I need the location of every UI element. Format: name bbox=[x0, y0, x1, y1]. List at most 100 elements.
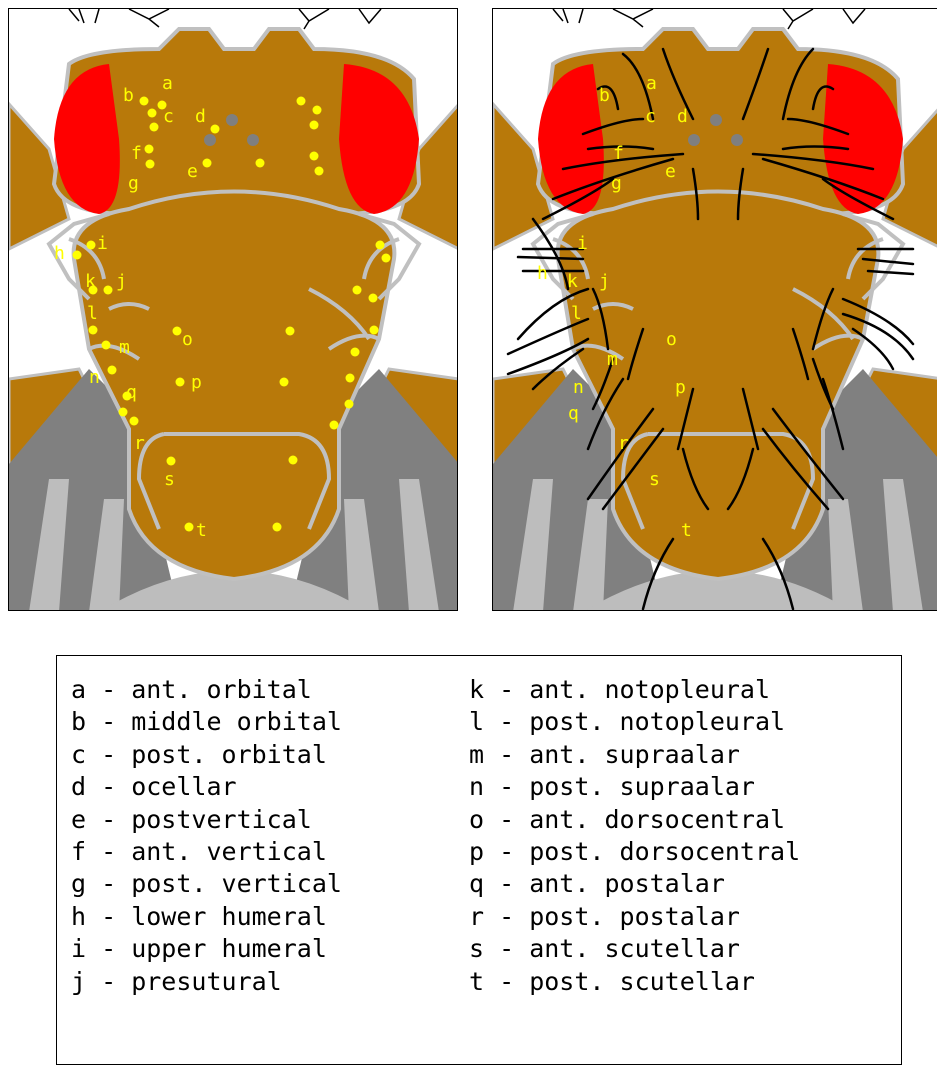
legend-item-q: q - ant. postalar bbox=[469, 868, 800, 900]
bristle-dot-28 bbox=[351, 348, 360, 357]
bristle-dot-15 bbox=[87, 241, 96, 250]
bristle-dot-23 bbox=[89, 326, 98, 335]
legend-item-h: h - lower humeral bbox=[71, 901, 342, 933]
bristle-label-o: o bbox=[182, 329, 193, 350]
bristle-label-c: c bbox=[163, 106, 174, 127]
ocellus-3 bbox=[731, 134, 743, 146]
ocellus-1 bbox=[226, 114, 238, 126]
bristle-dot-20 bbox=[104, 286, 113, 295]
bristle-dot-13 bbox=[310, 152, 319, 161]
legend-item-f: f - ant. vertical bbox=[71, 836, 342, 868]
legend-item-o: o - ant. dorsocentral bbox=[469, 804, 800, 836]
bristle-dot-38 bbox=[167, 457, 176, 466]
bristle-label-h: h bbox=[537, 263, 548, 284]
bristle-dot-30 bbox=[280, 378, 289, 387]
bristle-label-r: r bbox=[134, 433, 145, 454]
legend-item-t: t - post. scutellar bbox=[469, 966, 800, 998]
bristle-dot-7 bbox=[211, 125, 220, 134]
bristle-dot-4 bbox=[150, 123, 159, 132]
bristle-label-m: m bbox=[119, 337, 130, 358]
bristle-dot-32 bbox=[108, 366, 117, 375]
bristle-dot-35 bbox=[345, 400, 354, 409]
bristle-dot-37 bbox=[330, 421, 339, 430]
ocellus-1 bbox=[710, 114, 722, 126]
bristle-dot-34 bbox=[119, 408, 128, 417]
bristle-label-s: s bbox=[164, 469, 175, 490]
legend-box: a - ant. orbital b - middle orbital c - … bbox=[56, 655, 902, 1065]
bristle-dot-36 bbox=[130, 417, 139, 426]
bristle-label-b: b bbox=[123, 85, 134, 106]
bristle-label-j: j bbox=[116, 271, 127, 292]
bristle-label-o: o bbox=[666, 329, 677, 350]
bristle-label-m: m bbox=[607, 349, 618, 370]
bristle-label-e: e bbox=[665, 161, 676, 182]
legend-item-j: j - presutural bbox=[71, 966, 342, 998]
bristle-dot-12 bbox=[310, 121, 319, 130]
legend-item-s: s - ant. scutellar bbox=[469, 933, 800, 965]
legend-column-right: k - ant. notopleural l - post. notopleur… bbox=[469, 674, 800, 998]
bristle-label-a: a bbox=[646, 73, 657, 94]
bristle-label-b: b bbox=[599, 85, 610, 106]
bristle-label-l: l bbox=[571, 303, 582, 324]
bristle-label-t: t bbox=[196, 520, 207, 541]
bristle-label-e: e bbox=[187, 161, 198, 182]
bristle-dot-11 bbox=[313, 106, 322, 115]
bristle-dot-40 bbox=[185, 523, 194, 532]
left-diagram-panel: a b cd e fg h ijklmn o p q rs t bbox=[8, 8, 458, 611]
bristle-label-r: r bbox=[618, 433, 629, 454]
antenna-hairs bbox=[553, 9, 865, 29]
legend-item-d: d - ocellar bbox=[71, 771, 342, 803]
legend-item-e: e - postvertical bbox=[71, 804, 342, 836]
bristle-dot-24 bbox=[102, 341, 111, 350]
ocellus-2 bbox=[688, 134, 700, 146]
legend-item-i: i - upper humeral bbox=[71, 933, 342, 965]
bristle-dot-31 bbox=[346, 374, 355, 383]
bristle-dot-27 bbox=[370, 326, 379, 335]
legend-item-a: a - ant. orbital bbox=[71, 674, 342, 706]
antenna-hairs bbox=[69, 9, 381, 29]
bristle-dot-3 bbox=[148, 109, 157, 118]
bristle-label-f: f bbox=[131, 143, 142, 164]
fly-body bbox=[493, 9, 937, 611]
bristle-label-h: h bbox=[54, 243, 65, 264]
bristle-dot-18 bbox=[382, 254, 391, 263]
bristle-dot-10 bbox=[297, 97, 306, 106]
legend-item-c: c - post. orbital bbox=[71, 739, 342, 771]
bristle-label-d: d bbox=[677, 106, 688, 127]
bristle-label-n: n bbox=[89, 367, 100, 388]
legend-item-m: m - ant. supraalar bbox=[469, 739, 800, 771]
bristle-label-g: g bbox=[611, 173, 622, 194]
bristle-label-k: k bbox=[567, 271, 578, 292]
bristle-label-f: f bbox=[613, 143, 624, 164]
bristle-dot-21 bbox=[353, 286, 362, 295]
bristle-dot-16 bbox=[73, 251, 82, 260]
bristle-label-c: c bbox=[645, 106, 656, 127]
bristle-label-p: p bbox=[191, 372, 202, 393]
legend-item-k: k - ant. notopleural bbox=[469, 674, 800, 706]
ocellus-2 bbox=[204, 134, 216, 146]
legend-column-left: a - ant. orbital b - middle orbital c - … bbox=[71, 674, 342, 998]
legend-item-b: b - middle orbital bbox=[71, 706, 342, 738]
bristle-label-t: t bbox=[681, 520, 692, 541]
bristle-label-g: g bbox=[128, 173, 139, 194]
bristle-dot-25 bbox=[173, 327, 182, 336]
bristle-label-s: s bbox=[649, 469, 660, 490]
legend-item-l: l - post. notopleural bbox=[469, 706, 800, 738]
bristle-dot-29 bbox=[176, 378, 185, 387]
bristle-dot-5 bbox=[145, 145, 154, 154]
bristle-dot-17 bbox=[376, 241, 385, 250]
legend-item-g: g - post. vertical bbox=[71, 868, 342, 900]
bristle-label-j: j bbox=[599, 271, 610, 292]
right-diagram-panel: abcdefghijklmnopqrst bbox=[492, 8, 937, 611]
bristle-label-a: a bbox=[162, 73, 173, 94]
bristle-dot-14 bbox=[315, 167, 324, 176]
bristle-label-i: i bbox=[97, 233, 108, 254]
bristle-label-i: i bbox=[577, 233, 588, 254]
bristle-dot-1 bbox=[140, 97, 149, 106]
bristle-label-q: q bbox=[126, 382, 137, 403]
bristle-label-l: l bbox=[87, 303, 98, 324]
bristle-label-d: d bbox=[195, 106, 206, 127]
legend-item-r: r - post. postalar bbox=[469, 901, 800, 933]
bristle-label-n: n bbox=[573, 377, 584, 398]
bristle-label-k: k bbox=[85, 271, 96, 292]
